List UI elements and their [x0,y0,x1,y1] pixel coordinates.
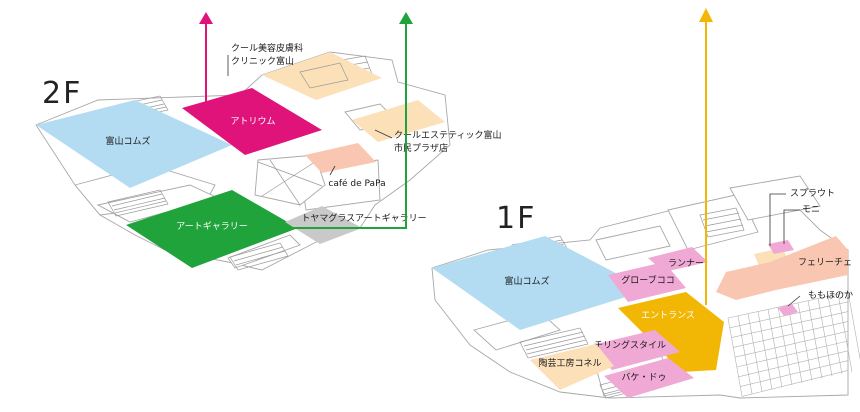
label-runner: ランナー [668,258,704,269]
area-togei-kobo-konel[interactable]: 陶芸工房コネル [530,344,614,390]
area-bake-do[interactable]: バケ・ドゥ [604,358,694,398]
area-toyama-glass-art-gallery[interactable]: トヤマグラスアートギャラリー [285,206,427,244]
area-cafe-de-papa[interactable]: café de PaPa [305,143,386,189]
label-chilling-style: チリングスタイル [594,339,666,351]
area-art-gallery[interactable]: アートギャラリー [126,190,298,268]
label-art-gallery: アートギャラリー [176,221,247,232]
route-atrium [199,12,213,102]
area-atrium[interactable]: アトリウム [182,88,322,155]
leader-cafe-de-papa [329,165,336,176]
label-cool-esthetic-2: 市民プラザ店 [394,142,448,154]
route-entrance [699,8,713,305]
label-entrance: エントランス [641,310,695,321]
area-tomiyama-comuzu-2f[interactable]: 富山コムズ [36,100,232,188]
label-cool-beauty-clinic-1: クール美容皮膚科 [231,42,303,54]
label-atrium: アトリウム [230,116,275,127]
area-globe-coco[interactable]: グローブココ [608,262,686,302]
route-art-gallery [292,12,413,229]
label-tomiyama-comuzu-2f: 富山コムズ [105,135,150,147]
leaders-1f [769,193,801,307]
area-chilling-style[interactable]: チリングスタイル [588,330,680,370]
label-cool-beauty-clinic-2: クリニック富山 [231,55,294,67]
area-tomiyama-comuzu-1f[interactable]: 富山コムズ [432,236,648,330]
area-ferichet[interactable]: フェリーチェ [716,236,852,300]
label-bake-do: バケ・ドゥ [621,372,666,383]
label-sprout: スプラウト [790,188,835,199]
floor-label-2f: 2F [42,76,82,111]
label-ferichet: フェリーチェ [798,257,852,268]
area-momohonoka[interactable]: ももほのか [778,290,853,316]
label-cool-esthetic-1: クールエステティック富山 [394,129,501,141]
floor-label-1f: 1F [496,201,536,236]
area-cool-esthetic[interactable]: クールエステティック富山 市民プラザ店 [352,100,501,154]
label-cafe-de-papa: café de PaPa [328,178,385,189]
grid-floor-1f [727,291,860,397]
label-togei-kobo-konel: 陶芸工房コネル [538,357,601,369]
label-moni: モニ [802,205,820,215]
label-globe-coco: グローブココ [621,274,674,286]
label-momohonoka: ももほのか [808,290,853,301]
area-entrance[interactable]: エントランス [618,292,724,372]
label-tomiyama-comuzu-1f: 富山コムズ [504,275,549,287]
area-moni[interactable]: モニ [768,205,820,254]
area-cool-beauty-clinic[interactable]: クール美容皮膚科 クリニック富山 [231,42,382,100]
leader-cool-esthetic [374,129,393,139]
label-toyama-glass-art-gallery: トヤマグラスアートギャラリー [301,212,426,224]
